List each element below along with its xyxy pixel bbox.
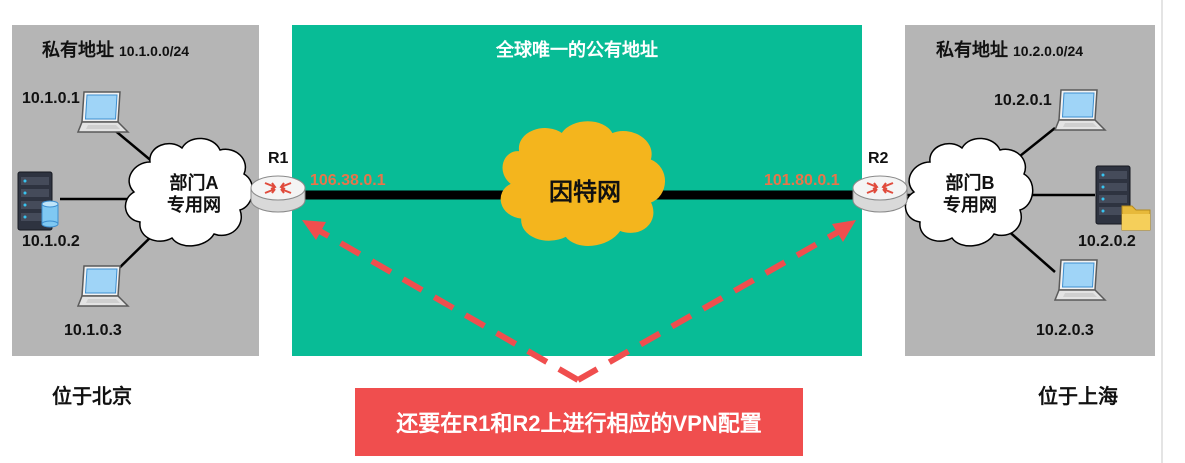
host-ip-label: 10.1.0.2 bbox=[22, 233, 80, 250]
router-r2-label: R2 bbox=[868, 150, 889, 167]
laptop-icon bbox=[77, 91, 129, 133]
folder-icon bbox=[1121, 205, 1151, 231]
dept-b-type: 专用网 bbox=[943, 195, 997, 215]
database-icon bbox=[41, 200, 59, 228]
dept-a-name: 部门A bbox=[169, 173, 219, 193]
right-zone-title-text: 私有地址 bbox=[936, 40, 1008, 60]
laptop-icon bbox=[1054, 259, 1106, 301]
dept-b-label: 部门B 专用网 bbox=[928, 172, 1012, 216]
laptop-icon bbox=[1054, 89, 1106, 131]
left-zone-title: 私有地址 10.1.0.0/24 bbox=[42, 36, 189, 62]
dashed-arrow-right bbox=[576, 220, 856, 383]
page-edge-line bbox=[1161, 0, 1163, 463]
cloud-icon bbox=[124, 137, 254, 247]
laptop-icon bbox=[77, 265, 129, 307]
r2-public-ip: 101.80.0.1 bbox=[764, 172, 840, 189]
host-ip-label: 10.1.0.3 bbox=[64, 322, 122, 339]
dept-a-label: 部门A 专用网 bbox=[152, 172, 236, 216]
host-ip-label: 10.2.0.1 bbox=[994, 92, 1052, 109]
right-zone-title: 私有地址 10.2.0.0/24 bbox=[936, 36, 1083, 62]
left-location: 位于北京 bbox=[52, 386, 132, 408]
dashed-arrow-left bbox=[302, 220, 580, 383]
r1-public-ip: 106.38.0.1 bbox=[310, 172, 386, 189]
router-icon bbox=[852, 175, 908, 213]
host-ip-label: 10.2.0.2 bbox=[1078, 233, 1136, 250]
host-ip-label: 10.1.0.1 bbox=[22, 90, 80, 107]
host-ip-label: 10.2.0.3 bbox=[1036, 322, 1094, 339]
cloud-icon bbox=[500, 121, 665, 246]
internet-label: 因特网 bbox=[549, 179, 621, 206]
link-right-3 bbox=[1004, 227, 1056, 273]
dept-b-name: 部门B bbox=[945, 173, 995, 193]
router-icon bbox=[250, 175, 306, 213]
dept-a-type: 专用网 bbox=[167, 195, 221, 215]
right-location: 位于上海 bbox=[1038, 386, 1118, 408]
cloud-icon bbox=[904, 137, 1034, 247]
vpn-config-callout: 还要在R1和R2上进行相应的VPN配置 bbox=[355, 388, 803, 456]
public-zone-title: 全球唯一的公有地址 bbox=[496, 40, 658, 60]
router-r1-label: R1 bbox=[268, 150, 289, 167]
right-zone-subnet: 10.2.0.0/24 bbox=[1013, 43, 1084, 59]
left-zone-title-text: 私有地址 bbox=[42, 40, 114, 60]
left-zone-subnet: 10.1.0.0/24 bbox=[119, 43, 190, 59]
